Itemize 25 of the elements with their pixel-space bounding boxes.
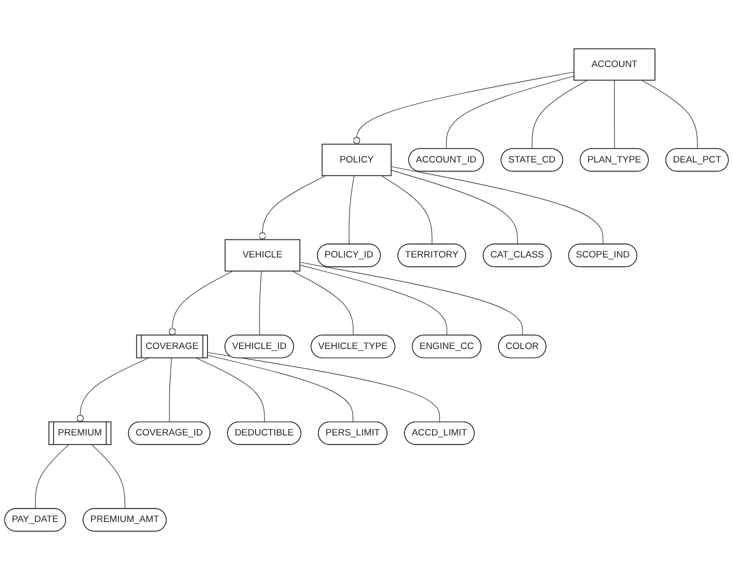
- connector: [35, 444, 69, 510]
- connector: [390, 170, 518, 245]
- connector: [300, 262, 523, 336]
- connector: [381, 175, 432, 245]
- connector: [348, 175, 354, 245]
- connector: [168, 270, 233, 336]
- connector: [614, 80, 615, 150]
- connector: [258, 175, 326, 240]
- connector: [300, 264, 448, 336]
- node-box: POLICY: [322, 144, 392, 176]
- connector: [532, 80, 588, 150]
- connector: [76, 358, 148, 422]
- connector: [196, 358, 265, 422]
- connector: [169, 358, 172, 422]
- connector: [207, 354, 354, 422]
- connector: [390, 166, 604, 245]
- connector: [92, 444, 126, 510]
- node-box: VEHICLE: [224, 239, 300, 272]
- connector: [641, 80, 698, 150]
- connector: [259, 270, 262, 336]
- node-box: ACCOUNT: [574, 48, 656, 81]
- connector: [446, 76, 574, 150]
- connector: [353, 72, 574, 144]
- connector: [207, 352, 440, 422]
- connector: [292, 270, 354, 336]
